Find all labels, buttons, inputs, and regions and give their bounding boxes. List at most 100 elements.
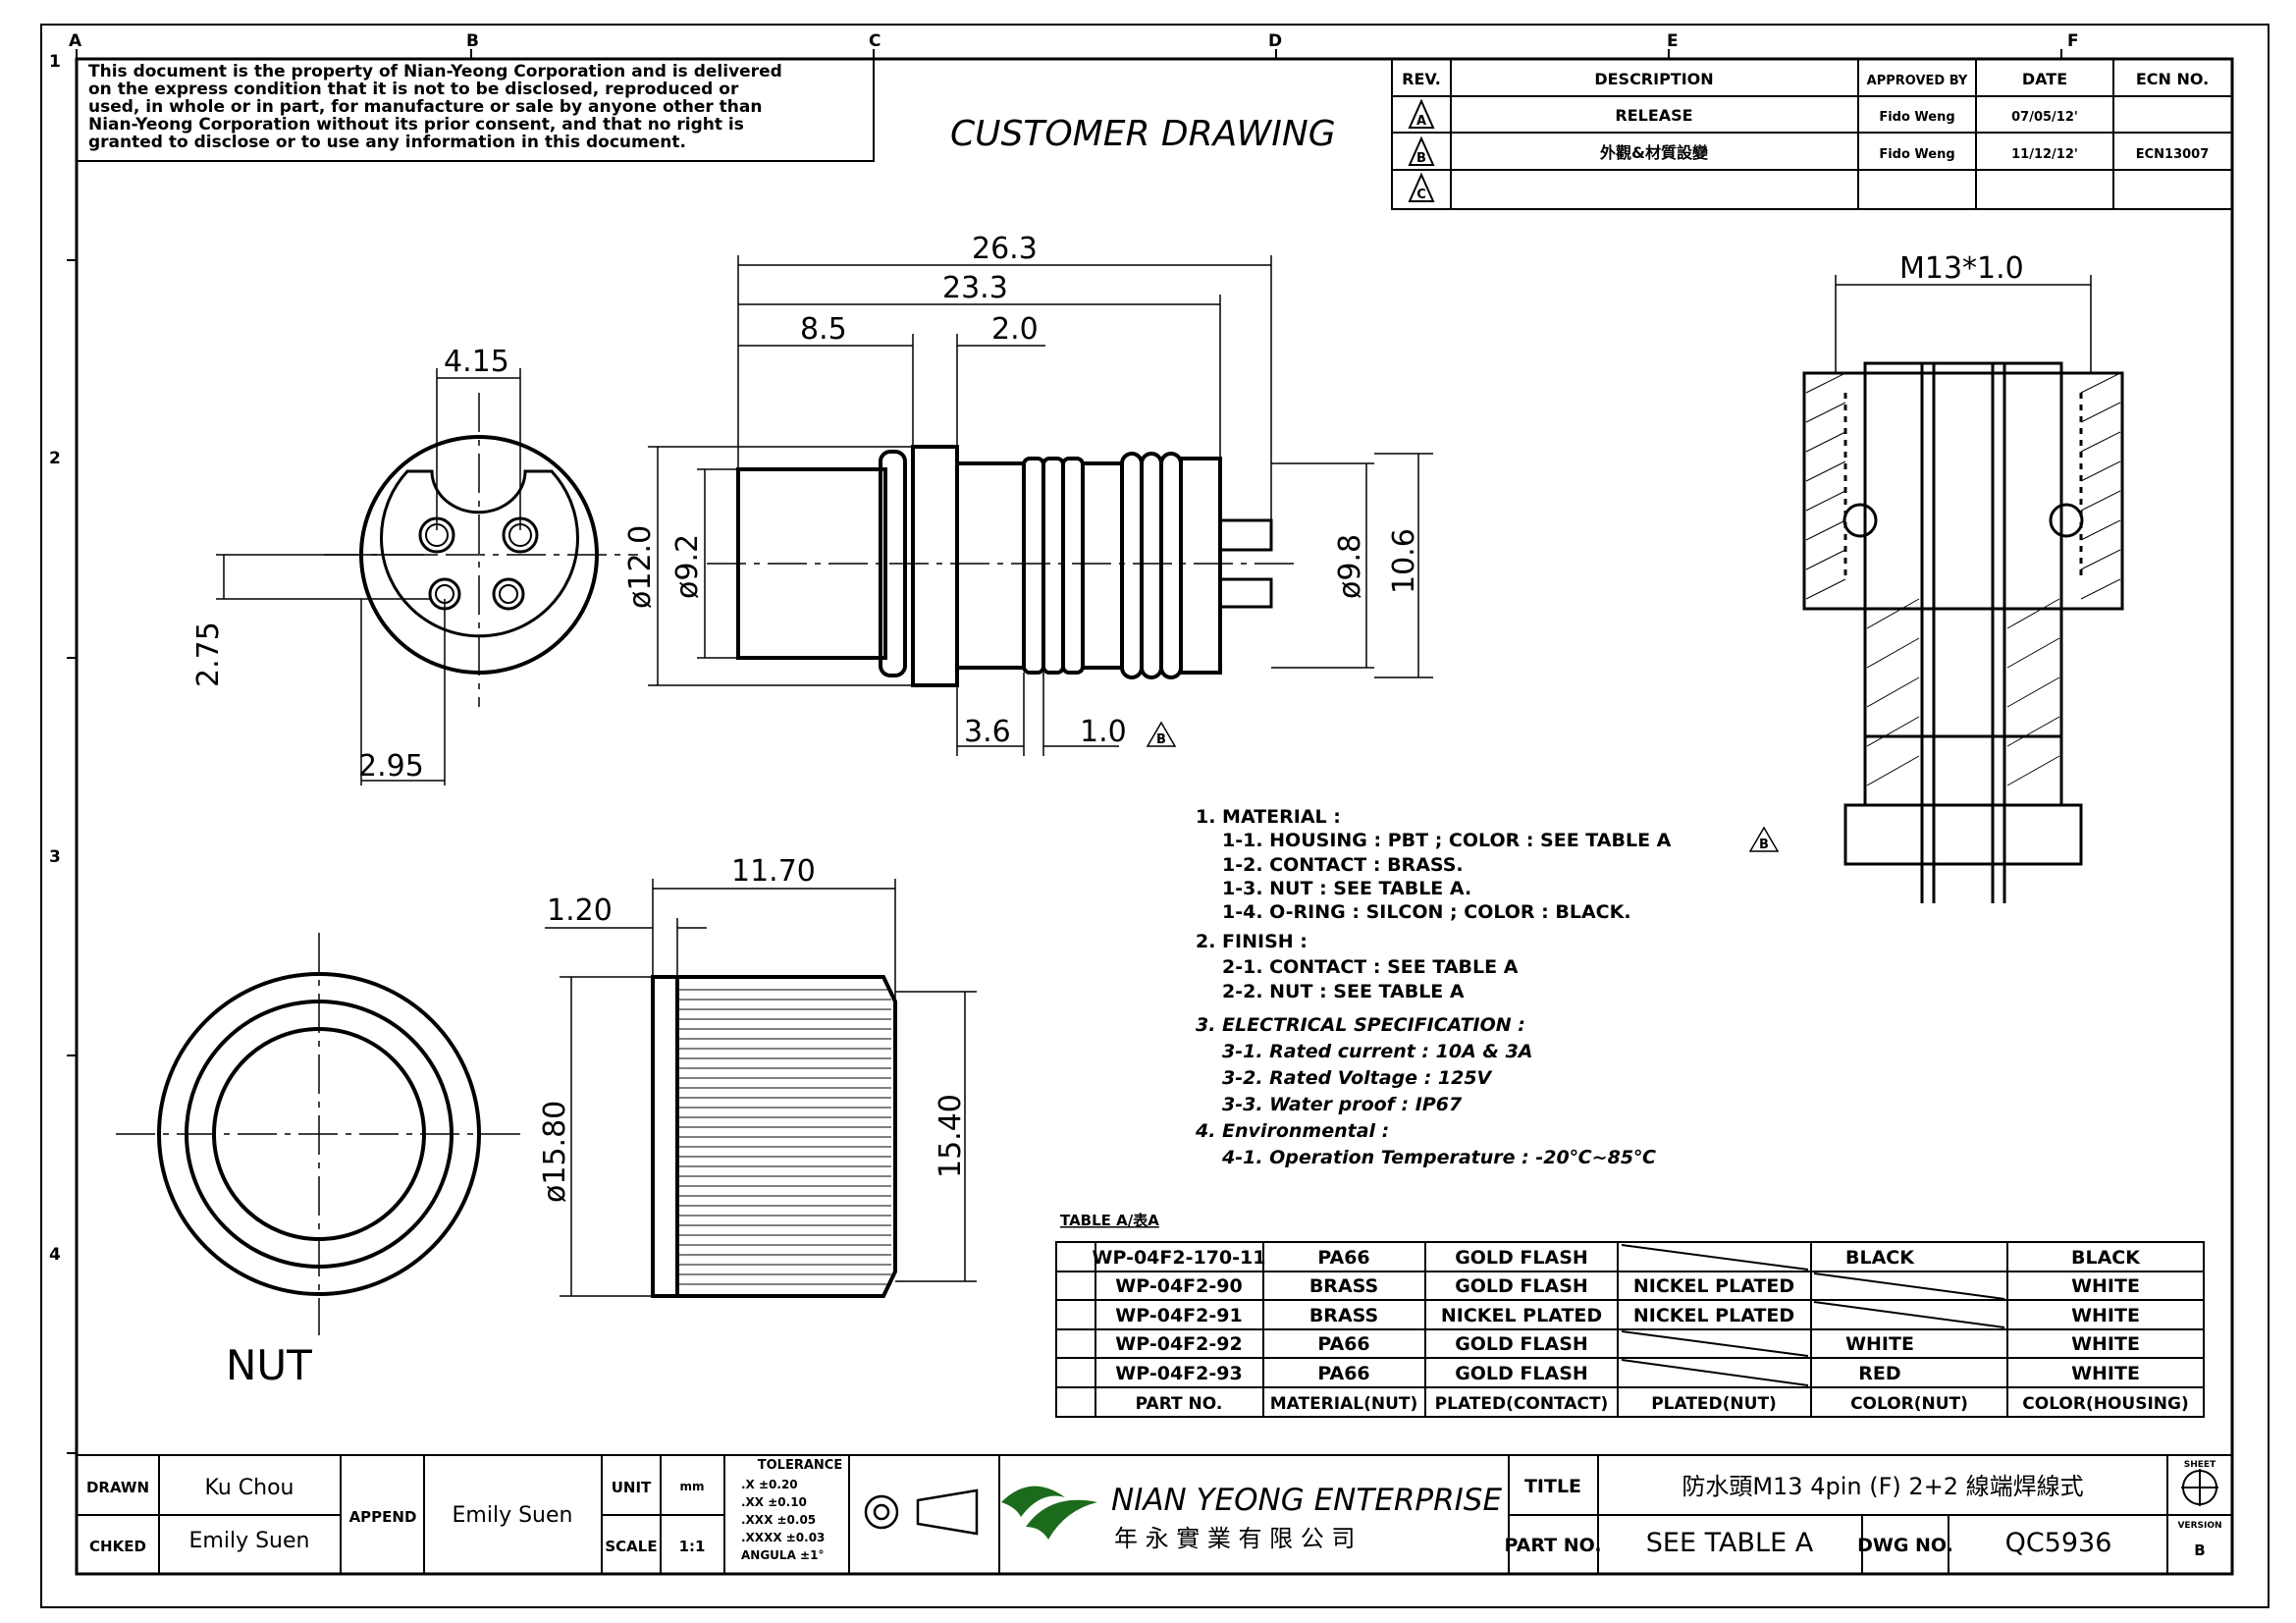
dim-nut-dia: ø15.80 (538, 1101, 572, 1203)
svg-text:3. ELECTRICAL SPECIFICATION: 3. ELECTRICAL SPECIFICATION : (1196, 1014, 1525, 1036)
svg-text:4-1. Operation Temperature: 4-1. Operation Temperature : -20℃~85℃ (1221, 1147, 1656, 1168)
note-rev-marker (1748, 826, 1780, 852)
drawing-title: 防水頭M13 4pin (F) 2+2 線端焊線式 (1682, 1473, 2083, 1500)
side-dims (648, 255, 1433, 756)
table-a-cell: WP-04F2-170-11 (1093, 1247, 1266, 1269)
append-label: APPEND (349, 1508, 417, 1526)
rev-header-description: DESCRIPTION (1594, 70, 1713, 88)
svg-text:2-2. NUT : SEE TABLE A: 2-2. NUT : SEE TABLE A (1222, 981, 1465, 1002)
section-dim (1835, 275, 2092, 373)
svg-text:granted to disclose or to use: granted to disclose or to use any inform… (88, 133, 686, 152)
side-view (736, 445, 1273, 687)
table-a-cell: WHITE (2071, 1363, 2140, 1384)
zone-row-1: 1 (49, 52, 61, 72)
dim-side-body: 23.3 (942, 271, 1008, 305)
table-a-header: PART NO. (1136, 1394, 1223, 1414)
front-dims (216, 368, 521, 785)
dim-front-width: 4.15 (444, 345, 509, 379)
dim-side-dia-back: ø9.8 (1333, 534, 1367, 599)
dim-front-pin-offset-x: 2.95 (358, 749, 424, 784)
checked-name: Emily Suen (189, 1529, 310, 1553)
drawn-name: Ku Chou (205, 1476, 294, 1500)
svg-text:3-1. Rated current : 10A: 3-1. Rated current : 10A & 3A (1222, 1041, 1533, 1062)
table-a-header: PLATED(CONTACT) (1435, 1394, 1609, 1414)
table-a-cell: GOLD FLASH (1455, 1275, 1588, 1297)
dim-side-dia-flange: ø12.0 (623, 525, 658, 609)
svg-text:2-1. CONTACT : SEE TABLE: 2-1. CONTACT : SEE TABLE A (1222, 956, 1519, 978)
projection-symbol-icon (864, 1488, 979, 1536)
svg-text:.X ±0.20: .X ±0.20 (741, 1478, 798, 1491)
zone-col-d: D (1268, 31, 1282, 51)
unit-value: mm (679, 1480, 704, 1493)
version-label: VERSION (2177, 1521, 2221, 1531)
rev-b-marker: B (1156, 732, 1166, 747)
table-a-header: PLATED(NUT) (1651, 1394, 1777, 1414)
zone-row-2: 2 (49, 449, 61, 468)
rev-a-date: 07/05/12' (2011, 110, 2078, 125)
table-a-cell: PA66 (1317, 1247, 1369, 1269)
svg-text:2. FINISH :: 2. FINISH : (1196, 931, 1308, 952)
table-a-cell: BLACK (2071, 1247, 2141, 1269)
svg-text:Nian-Yeong Corporation without: Nian-Yeong Corporation without its prior… (88, 115, 744, 135)
sheet-symbol-icon (2181, 1469, 2218, 1506)
tolerance-title: TOLERANCE (758, 1458, 842, 1473)
table-a-cell: PA66 (1317, 1333, 1369, 1355)
dim-side-back-height: 10.6 (1387, 528, 1421, 594)
sheet-label: SHEET (2184, 1460, 2216, 1470)
svg-text:1-4. O-RING : SILCON ; CO: 1-4. O-RING : SILCON ; COLOR : BLACK. (1222, 901, 1631, 923)
company-name: NIAN YEONG ENTERPRISE (1111, 1483, 1502, 1518)
table-a-grid (1055, 1241, 2205, 1418)
table-a-header: COLOR(NUT) (1850, 1394, 1968, 1414)
svg-text:.XX ±0.10: .XX ±0.10 (741, 1495, 807, 1509)
dim-side-seg1: 3.6 (964, 715, 1011, 749)
table-a-cell: WHITE (1845, 1333, 1914, 1355)
dwg-label: DWG NO. (1857, 1535, 1953, 1556)
rev-header-date: DATE (2022, 70, 2067, 88)
svg-text:on the express condition tha: on the express condition that it is not … (88, 80, 739, 99)
zone-row-4: 4 (49, 1245, 61, 1265)
dim-side-total: 26.3 (972, 232, 1038, 266)
dim-side-dia-body: ø9.2 (670, 534, 705, 599)
dim-side-seg2: 1.0 (1080, 715, 1127, 749)
drawing-heading: CUSTOMER DRAWING (950, 114, 1336, 154)
rev-a-approved: Fido Weng (1879, 110, 1954, 125)
zone-col-c: C (869, 31, 881, 51)
zone-row-3: 3 (49, 847, 61, 867)
svg-text:1-2. CONTACT : BRASS.: 1-2. CONTACT : BRASS. (1222, 854, 1464, 876)
rev-b-ecn: ECN13007 (2136, 147, 2210, 162)
unit-label: UNIT (612, 1479, 652, 1496)
table-a-cell: GOLD FLASH (1455, 1247, 1588, 1269)
table-a-cell: WHITE (2071, 1333, 2140, 1355)
svg-text:This document is the property: This document is the property of Nian-Ye… (88, 62, 782, 81)
table-a-cell: BRASS (1309, 1275, 1378, 1297)
table-a-cell: NICKEL PLATED (1633, 1275, 1794, 1297)
zone-col-a: A (69, 31, 82, 51)
table-a-title: TABLE A/表A (1060, 1212, 1159, 1229)
table-a-cell: WP-04F2-91 (1115, 1305, 1242, 1326)
dim-front-pin-offset-y: 2.75 (191, 622, 226, 687)
notice-text: This document is the property of Nian-Ye… (88, 62, 782, 152)
table-a-header: COLOR(HOUSING) (2022, 1394, 2188, 1414)
scale-label: SCALE (605, 1538, 657, 1555)
part-label: PART NO. (1504, 1535, 1601, 1556)
rev-b-description: 外觀&材質設變 (1599, 143, 1709, 162)
table-a-cell: PA66 (1317, 1363, 1369, 1384)
nut-dims (545, 879, 977, 1297)
drawn-label: DRAWN (86, 1479, 149, 1496)
rev-b-letter: B (1416, 151, 1426, 166)
nut-label: NUT (226, 1341, 312, 1389)
svg-text:4. Environmental :: 4. Environmental : (1195, 1120, 1389, 1142)
table-a-header: MATERIAL(NUT) (1270, 1394, 1418, 1414)
svg-text:.XXX ±0.05: .XXX ±0.05 (741, 1513, 816, 1527)
zone-markers (67, 49, 2062, 1454)
title-block-grid (76, 1454, 2233, 1575)
rev-b-approved: Fido Weng (1879, 147, 1954, 162)
dim-nut-chamfer: 1.20 (547, 893, 613, 928)
zone-col-e: E (1667, 31, 1679, 51)
part-value: SEE TABLE A (1646, 1528, 1814, 1558)
company-name-cn: 年 永 實 業 有 限 公 司 (1114, 1525, 1355, 1552)
nut-centerlines (116, 933, 522, 1335)
table-a-cell: NICKEL PLATED (1633, 1305, 1794, 1326)
rev-header-ecn: ECN NO. (2136, 70, 2209, 88)
